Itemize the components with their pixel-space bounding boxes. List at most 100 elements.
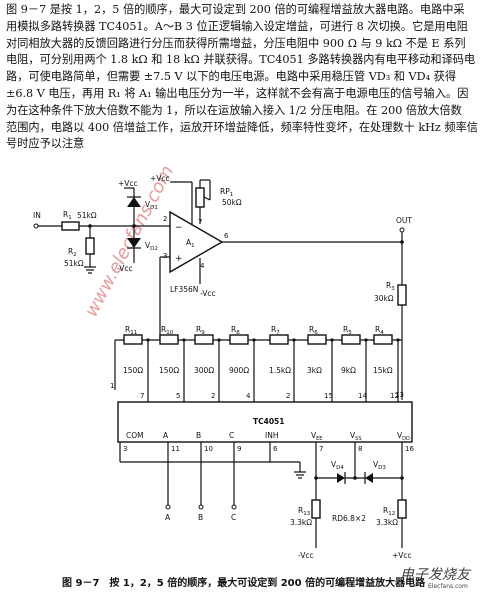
output-label: OUT (396, 216, 412, 225)
ladder-resistor-name: R8 (231, 325, 240, 336)
ic-pin-number: 7 (319, 445, 323, 453)
input-a-terminal (165, 504, 171, 510)
ladder-resistor-r4: R4 15kΩ 12 (373, 325, 400, 402)
ic-name-label: TC4051 (253, 417, 285, 426)
ic-pin-name: A (163, 431, 169, 440)
ic-bottom-pin: COM 3 (123, 431, 144, 453)
ic-pin-13: 13 (395, 391, 404, 399)
ic-pin-number: 8 (358, 445, 362, 453)
paragraph-line: 路，可使电路简单，但需要 ±7.5 V 以下的电压电源。电路中采用稳压管 VD₃… (6, 70, 457, 84)
r2-value: 51kΩ (64, 259, 84, 268)
vd1-label: VD1 (145, 200, 158, 211)
r13-label: R13 (298, 506, 311, 517)
ic-tc4051 (117, 401, 413, 443)
ic-top-pin: 14 (358, 392, 367, 400)
potentiometer-rp1 (195, 187, 205, 208)
wiper-arrow (203, 196, 211, 201)
ic-pin-name: INH (265, 431, 278, 440)
r3-label: R3 (386, 281, 395, 292)
ic-pin-name: B (196, 431, 201, 440)
ladder-resistor-r11: R11 150Ω 7 (123, 325, 150, 402)
paragraph-line: 号时应予以注意 (6, 137, 85, 151)
ladder-resistor-value: 15kΩ (373, 366, 393, 375)
ic-top-pin: 2 (211, 392, 215, 400)
vcc-pos-bottom-label: +Vcc (392, 551, 412, 560)
output-terminal (399, 227, 405, 233)
pin-3-label: 3 (163, 252, 167, 260)
vcc-pos-top-label: +Vcc (118, 179, 138, 188)
ladder-resistor-name: R5 (343, 325, 352, 336)
ic-top-pin: 12 (390, 392, 399, 400)
ic-top-pin: 7 (140, 392, 144, 400)
ic-pin-name: VEE (311, 431, 322, 442)
ic-bottom-pin: C9 (229, 431, 241, 453)
paragraph-line: 对同相放大器的反馈回路进行分压而获得所需增益，分压电阻中 900 Ω 与 9 k… (6, 36, 466, 50)
input-b-terminal (198, 504, 204, 510)
input-c-label: C (231, 513, 236, 522)
ic-pin-number: 11 (171, 445, 180, 453)
zener-vd3 (364, 472, 373, 484)
pin-6-label: 6 (224, 232, 229, 240)
rd-label: RD6.8×2 (332, 514, 366, 523)
r2-label: R2 (68, 247, 77, 258)
input-label: IN (33, 211, 41, 220)
r12-label: R12 (383, 506, 395, 517)
input-b-label: B (198, 513, 203, 522)
minus-sign: − (175, 223, 183, 233)
ladder-resistor-name: R11 (125, 325, 137, 336)
ic-bottom-pin: A11 (163, 431, 180, 453)
ladder-resistor-value: 150Ω (159, 366, 179, 375)
vd2-label: VD2 (145, 241, 158, 252)
amp-label: A1 (186, 238, 195, 249)
ladder-resistor-name: R4 (375, 325, 384, 336)
vd4-label: VD4 (331, 460, 344, 471)
rp1-value: 50kΩ (222, 198, 242, 207)
ic-pin-number: 16 (405, 445, 414, 453)
ic-top-pin: 4 (246, 392, 251, 400)
figure-caption: 图 9－7 按 1，2，5 倍的顺序，最大可设定到 200 倍的可编程增益放大器… (62, 576, 426, 589)
r1-value: 51kΩ (77, 211, 97, 220)
vcc-neg-amp-label: -Vcc (200, 289, 216, 298)
ladder-resistor-name: R7 (271, 325, 280, 336)
pin-2-label: 2 (163, 215, 167, 223)
plus-sign: + (175, 254, 183, 264)
vcc-neg-left-label: -Vcc (117, 264, 133, 273)
input-a-label: A (165, 513, 171, 522)
ic-bottom-pin: VEE 7 (311, 431, 323, 453)
paragraph-line: 为在这种条件下放大倍数不能为 1，所以在运放输入接入 1/2 分压电阻。在 20… (6, 103, 462, 117)
paragraph-line: 用模拟多路转换器 TC4051。A～B 3 位正逻辑输入设定增益，可进行 8 次… (6, 19, 468, 33)
ic-pin-number: 10 (204, 445, 213, 453)
r13-value: 3.3kΩ (290, 518, 312, 527)
ladder-resistor-name: R6 (309, 325, 318, 336)
watermark-corner-url: Elecfans.com (428, 583, 468, 590)
ladder-resistor-name: R10 (161, 325, 174, 336)
ic-pin-number: 9 (237, 445, 241, 453)
paragraph-line: 范围内，电路以 400 倍增益工作，运放开环增益降低，频率特性变坏，在处理数十 … (6, 120, 478, 134)
pin-4-label: 4 (200, 262, 205, 270)
ic-pin-number: 3 (123, 445, 127, 453)
vd3-label: VD3 (373, 460, 386, 471)
ladder-resistor-name: R9 (196, 325, 205, 336)
ic-top-pin: 5 (176, 392, 180, 400)
ic-pin-name: COM (126, 431, 144, 440)
input-c-terminal (231, 504, 237, 510)
ic-top-pin: 2 (286, 392, 290, 400)
ladder-resistor-value: 3kΩ (307, 366, 322, 375)
resistor-r13 (311, 499, 321, 519)
ic-pin-name: C (229, 431, 234, 440)
ic-top-pin: 15 (324, 392, 333, 400)
ladder-resistor-value: 150Ω (123, 366, 143, 375)
r12-value: 3.3kΩ (376, 518, 398, 527)
rp1-label: RP1 (220, 187, 233, 198)
diode-vd1 (127, 196, 141, 221)
resistor-r12 (397, 499, 407, 519)
ladder-resistor-value: 1.5kΩ (269, 366, 291, 375)
